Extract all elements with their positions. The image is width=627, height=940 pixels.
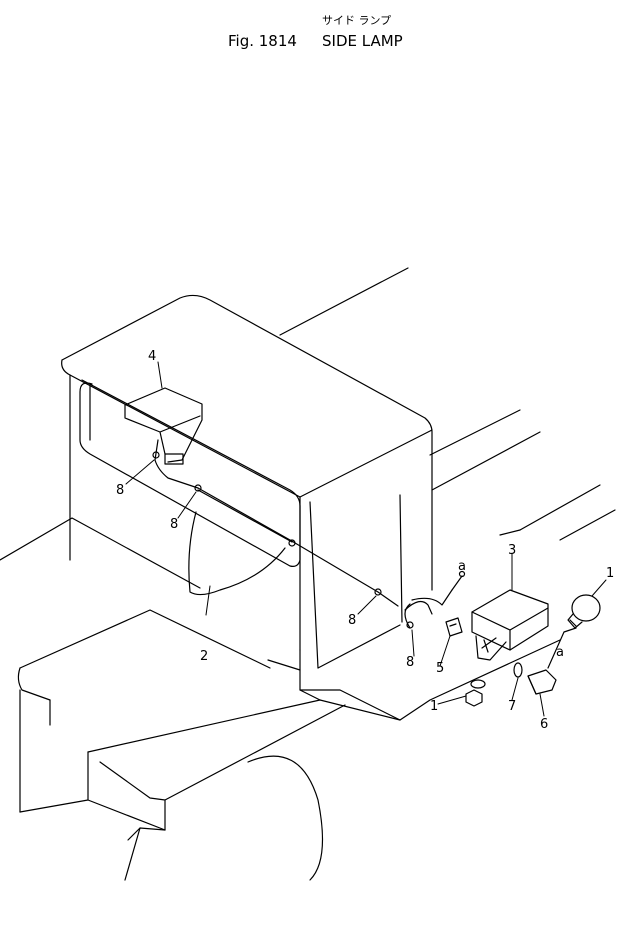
- wiring-harness: [152, 439, 577, 669]
- callout-clip-2: 8: [170, 517, 178, 532]
- lamp-case: [471, 589, 549, 661]
- title-name: SIDE LAMP: [322, 32, 403, 50]
- bolt: [527, 669, 557, 695]
- callout-clip-1: 8: [116, 483, 124, 498]
- nut-washer: [465, 679, 486, 707]
- connector-a-upper: a: [458, 559, 466, 574]
- upper-lamp-case: [124, 387, 203, 465]
- connector-a-lower: a: [556, 645, 564, 660]
- callout-lamp-case: 3: [508, 543, 516, 558]
- callout-upper-case: 4: [148, 349, 156, 364]
- callout-cover: 2: [200, 649, 208, 664]
- callout-bolt: 6: [540, 717, 548, 732]
- callout-bracket: 5: [436, 661, 444, 676]
- frame-rails: [279, 267, 616, 541]
- callout-clip-4: 8: [406, 655, 414, 670]
- cover-flap: [188, 511, 286, 616]
- callout-washer: 7: [508, 699, 516, 714]
- leader-lines: [125, 361, 607, 717]
- lower-chassis: [0, 517, 346, 881]
- bracket: [445, 617, 463, 637]
- title-figure-number: Fig. 1814: [228, 32, 297, 50]
- washer: [513, 662, 523, 678]
- callout-labels: 1 1 2 3 4 5 6 7 8 8 8 8 a a: [116, 349, 614, 732]
- callout-lamp: 1: [606, 566, 614, 581]
- callout-clip-3: 8: [348, 613, 356, 628]
- lamp: [567, 594, 601, 629]
- title-japanese: サイド ランプ: [322, 14, 391, 27]
- hood-body: [61, 294, 561, 721]
- callout-nut: 1: [430, 699, 438, 714]
